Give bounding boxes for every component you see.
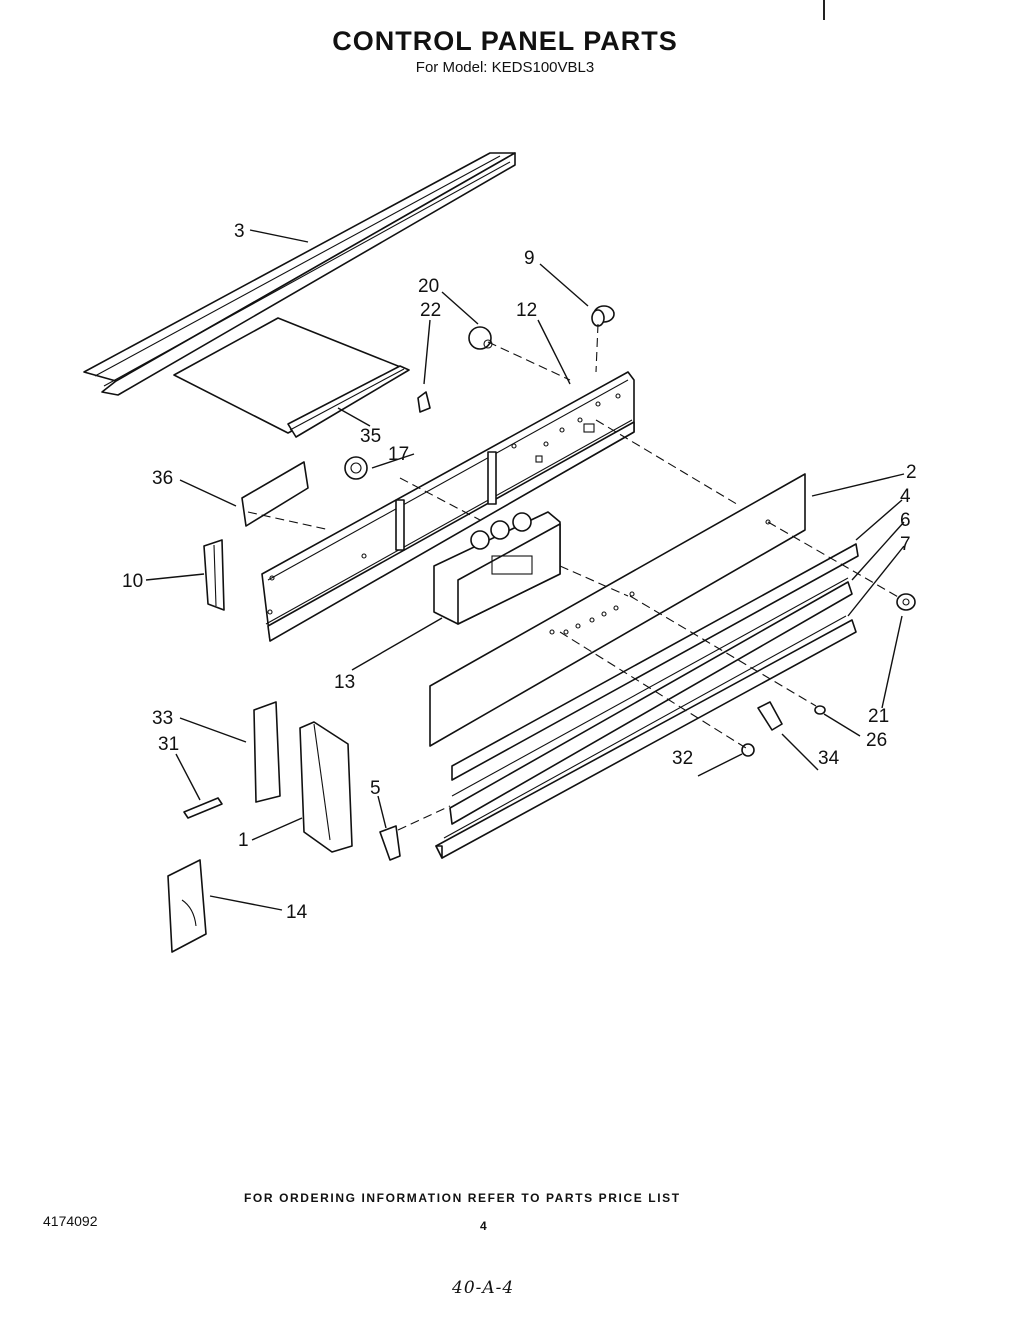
callout-13: 13 [334, 672, 355, 693]
part-14-side-bracket [167, 859, 207, 953]
model-subtitle: For Model: KEDS100VBL3 [415, 59, 595, 76]
callout-12: 12 [516, 300, 537, 321]
callout-4: 4 [900, 486, 911, 507]
callout-22: 22 [420, 300, 441, 321]
callout-5: 5 [370, 778, 381, 799]
part-5-corner-bracket [379, 825, 401, 861]
part-17-switch [344, 456, 368, 480]
part-12-back-bracket [261, 371, 635, 642]
callout-34: 34 [818, 748, 840, 769]
part-22-clip [417, 391, 431, 413]
callout-10: 10 [122, 571, 143, 592]
page-title: CONTROL PANEL PARTS [332, 26, 678, 56]
part-1-end-piece [299, 721, 353, 853]
callout-20: 20 [418, 276, 439, 297]
part-4-trim [451, 543, 859, 781]
part-33-end-cap [253, 701, 281, 803]
callout-2: 2 [906, 462, 917, 483]
callout-35: 35 [360, 426, 381, 447]
document-number: 4174092 [43, 1213, 98, 1229]
part-3-top-trim [83, 152, 516, 396]
handwritten-annotation: 40-A-4 [452, 1278, 515, 1298]
part-20-motor [468, 326, 493, 350]
part-35-insulation [173, 317, 410, 438]
callout-17: 17 [388, 444, 409, 465]
callout-33: 33 [152, 708, 173, 729]
part-34-clip [757, 701, 783, 731]
callout-3: 3 [234, 221, 245, 242]
assembly-lines [247, 323, 901, 831]
callout-6: 6 [900, 510, 911, 531]
callout-36: 36 [152, 468, 173, 489]
part-26-fastener [814, 705, 826, 715]
callout-31: 31 [158, 734, 179, 755]
part-10-side-bracket [203, 539, 225, 611]
callout-1: 1 [238, 830, 249, 851]
part-31-clip [183, 797, 223, 819]
ordering-note: FOR ORDERING INFORMATION REFER TO PARTS … [244, 1191, 681, 1205]
leader-lines [145, 229, 905, 911]
page-edge-mark [823, 0, 825, 20]
part-6-trim [449, 577, 853, 825]
part-32-button [741, 743, 755, 757]
page-number: 4 [480, 1219, 487, 1233]
callout-32: 32 [672, 748, 693, 769]
part-13-control-board [433, 511, 561, 625]
part-9-knob [591, 305, 615, 327]
callout-21: 21 [868, 706, 889, 727]
callout-14: 14 [286, 902, 308, 923]
callout-9: 9 [524, 248, 535, 269]
callout-labels: 3 9 20 22 12 35 17 36 10 13 2 4 6 7 21 2… [122, 221, 917, 923]
callout-7: 7 [900, 534, 911, 555]
part-2-front-panel [429, 473, 806, 747]
part-7-bottom-trim [435, 615, 857, 859]
callout-26: 26 [866, 730, 887, 751]
part-21-knob [896, 593, 916, 611]
part-36-shield [241, 461, 309, 527]
